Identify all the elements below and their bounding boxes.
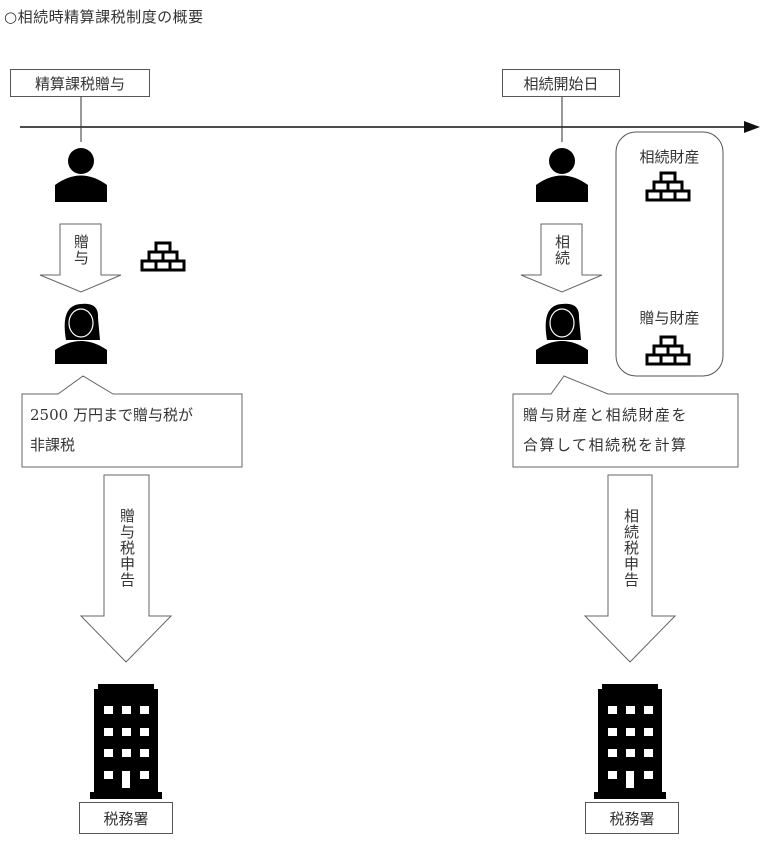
assets-box bbox=[615, 131, 724, 377]
gifted-assets-gold-bars-icon bbox=[645, 335, 691, 366]
inherited-assets-gold-bars-icon bbox=[645, 171, 691, 202]
left-callout: 2500 万円まで贈与税が 非課税 bbox=[22, 392, 258, 468]
timeline-arrowhead bbox=[744, 121, 760, 133]
right-callout: 贈与財産と相続財産を 合算して相続税を計算 bbox=[513, 392, 758, 468]
left-callout-line-1: 2500 万円まで贈与税が bbox=[30, 406, 193, 424]
giver-person-icon bbox=[55, 148, 107, 202]
gift-tax-filing-label: 贈与税申告 bbox=[118, 508, 136, 588]
inherited-assets-label: 相続財産 bbox=[639, 148, 700, 166]
left-event-label: 精算課税贈与 bbox=[10, 69, 150, 97]
inheritance-tax-filing-label: 相続税申告 bbox=[622, 508, 640, 588]
gift-arrow-label: 贈与 bbox=[72, 234, 90, 266]
left-callout-shape bbox=[21, 375, 243, 468]
left-gift-arrow bbox=[39, 223, 122, 293]
left-tax-office-label: 税務署 bbox=[79, 802, 173, 834]
page-title: ○相続時精算課税制度の概要 bbox=[4, 8, 204, 26]
right-callout-line-1: 贈与財産と相続財産を bbox=[523, 406, 689, 424]
right-event-label: 相続開始日 bbox=[502, 69, 620, 97]
left-tax-office-building-icon bbox=[90, 684, 162, 799]
right-tax-office-building-icon bbox=[594, 684, 666, 799]
right-tax-office-label: 税務署 bbox=[585, 802, 679, 834]
right-filing-arrow bbox=[583, 474, 677, 663]
right-inherit-arrow bbox=[520, 223, 603, 293]
right-callout-line-2: 合算して相続税を計算 bbox=[523, 436, 688, 454]
gifted-assets-label: 贈与財産 bbox=[639, 309, 700, 327]
inherit-arrow-label: 相続 bbox=[553, 234, 571, 266]
heir-woman-icon bbox=[536, 303, 588, 364]
decedent-person-icon bbox=[536, 148, 588, 202]
left-filing-arrow bbox=[79, 474, 173, 663]
right-callout-shape bbox=[512, 375, 739, 468]
left-callout-line-2: 非課税 bbox=[30, 436, 76, 454]
gift-gold-bars-icon bbox=[140, 241, 186, 272]
receiver-woman-icon bbox=[55, 303, 107, 364]
